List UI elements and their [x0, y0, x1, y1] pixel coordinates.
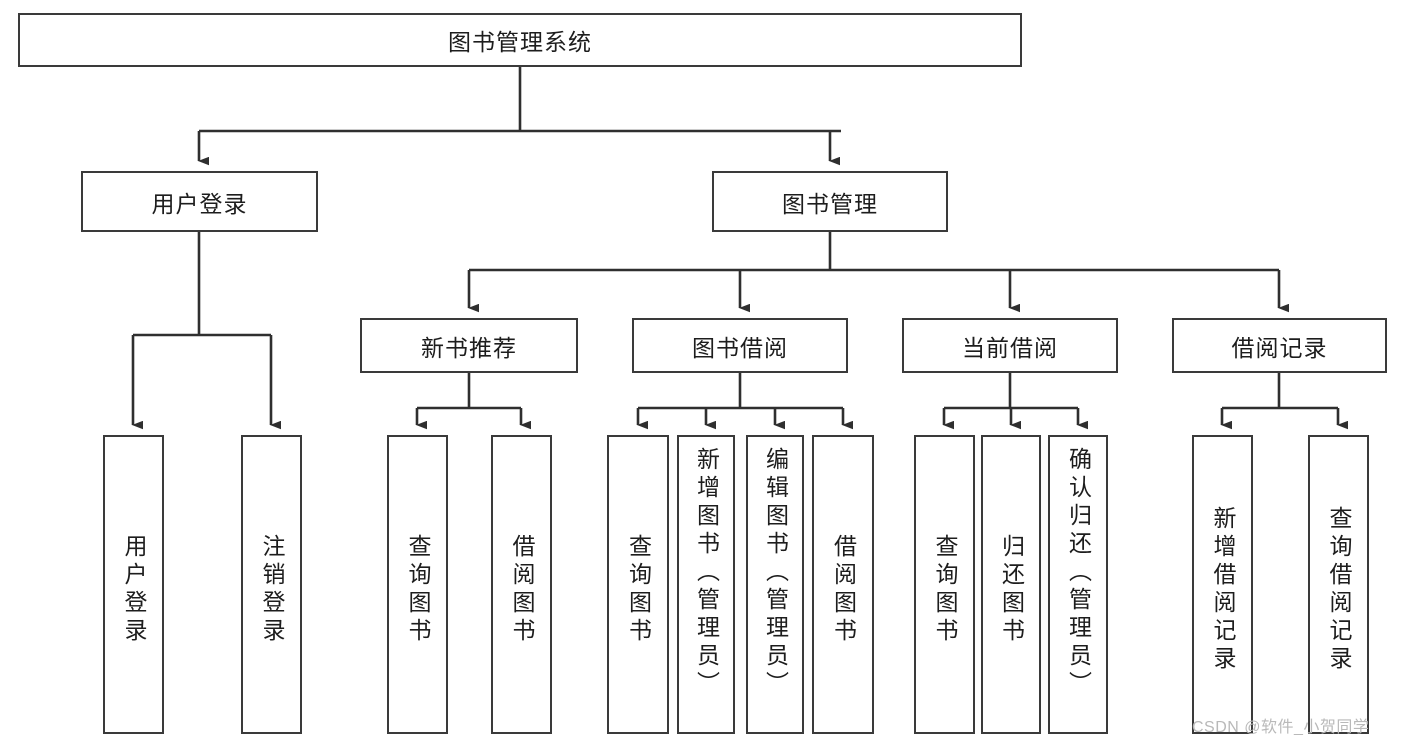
leaf-query-book-recommend[interactable]: 查询图书: [387, 435, 448, 734]
node-label: 查询借阅记录: [1326, 505, 1352, 674]
node-label: 借阅图书: [830, 533, 857, 646]
leaf-query-book-borrow[interactable]: 查询图书: [607, 435, 669, 734]
node-label: 图书管理系统: [448, 29, 592, 55]
leaf-confirm-return-admin[interactable]: 确认归还（管理员）: [1048, 435, 1108, 734]
node-label: 用户登录: [121, 533, 147, 646]
node-label: 新增借阅记录: [1210, 505, 1236, 674]
leaf-edit-book-admin[interactable]: 编辑图书（管理员）: [746, 435, 804, 734]
node-label: 借阅图书: [509, 533, 535, 646]
node-label: 用户登录: [151, 190, 248, 217]
node-label: 借阅记录: [1231, 334, 1328, 361]
leaf-borrow-book-recommend[interactable]: 借阅图书: [491, 435, 552, 734]
node-borrow-record[interactable]: 借阅记录: [1172, 318, 1387, 373]
leaf-return-book[interactable]: 归还图书: [981, 435, 1041, 734]
csdn-watermark: CSDN @软件_小贺同学: [1192, 719, 1370, 736]
node-new-book-recommend[interactable]: 新书推荐: [360, 318, 578, 373]
leaf-borrow-book[interactable]: 借阅图书: [812, 435, 874, 734]
node-book-management[interactable]: 图书管理: [712, 171, 948, 232]
node-root-system[interactable]: 图书管理系统: [18, 13, 1022, 67]
node-label: 图书管理: [782, 190, 878, 217]
node-label: 注销登录: [259, 533, 285, 646]
node-label: 新增图书（管理员）: [693, 447, 720, 699]
leaf-add-borrow-record[interactable]: 新增借阅记录: [1192, 435, 1253, 734]
node-label: 新书推荐: [421, 334, 517, 361]
node-user-login[interactable]: 用户登录: [81, 171, 318, 232]
node-current-borrow[interactable]: 当前借阅: [902, 318, 1118, 373]
node-label: 查询图书: [625, 533, 652, 646]
node-book-borrow[interactable]: 图书借阅: [632, 318, 848, 373]
node-label: 编辑图书（管理员）: [762, 447, 789, 699]
node-label: 查询图书: [932, 533, 958, 646]
leaf-query-book-current[interactable]: 查询图书: [914, 435, 975, 734]
node-label: 查询图书: [405, 533, 431, 646]
node-label: 确认归还（管理员）: [1065, 447, 1092, 699]
leaf-user-logout[interactable]: 注销登录: [241, 435, 302, 734]
leaf-query-borrow-record[interactable]: 查询借阅记录: [1308, 435, 1369, 734]
node-label: 图书借阅: [692, 334, 788, 361]
node-label: 归还图书: [998, 533, 1025, 646]
leaf-user-login[interactable]: 用户登录: [103, 435, 164, 734]
leaf-add-book-admin[interactable]: 新增图书（管理员）: [677, 435, 735, 734]
node-label: 当前借阅: [962, 334, 1058, 361]
